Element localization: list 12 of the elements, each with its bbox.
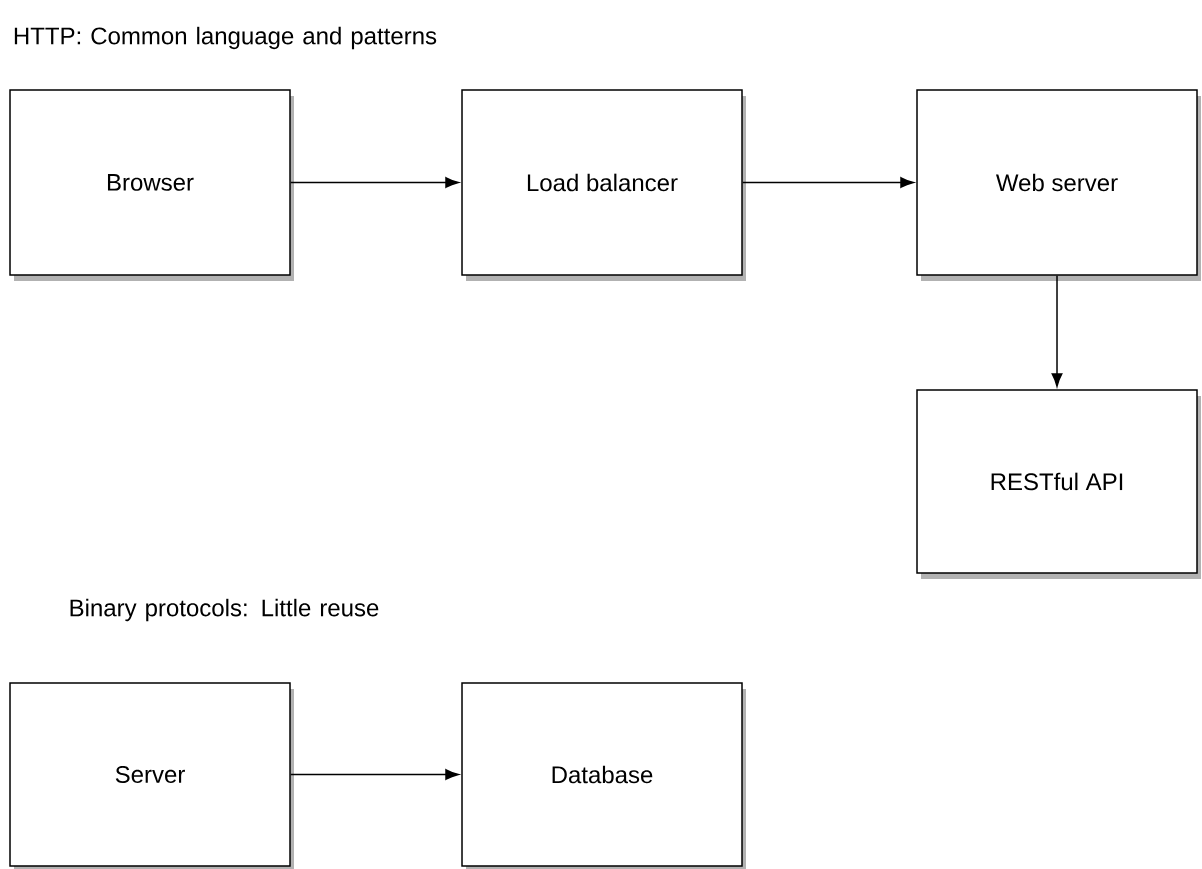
- heading: Binary protocols: Little reuse: [70, 598, 379, 622]
- arrow: [290, 769, 459, 780]
- process-box: Database: [461, 682, 746, 869]
- process-box: Web server: [916, 89, 1201, 281]
- process-box: RESTful API: [916, 389, 1201, 579]
- arrow: [742, 177, 914, 188]
- process-box: Server: [9, 682, 294, 869]
- heading: HTTP: Common language and patterns: [14, 26, 437, 50]
- arrow: [1051, 275, 1063, 387]
- arrow: [290, 177, 459, 188]
- process-box: Browser: [9, 89, 294, 281]
- process-box: Load balancer: [461, 89, 746, 281]
